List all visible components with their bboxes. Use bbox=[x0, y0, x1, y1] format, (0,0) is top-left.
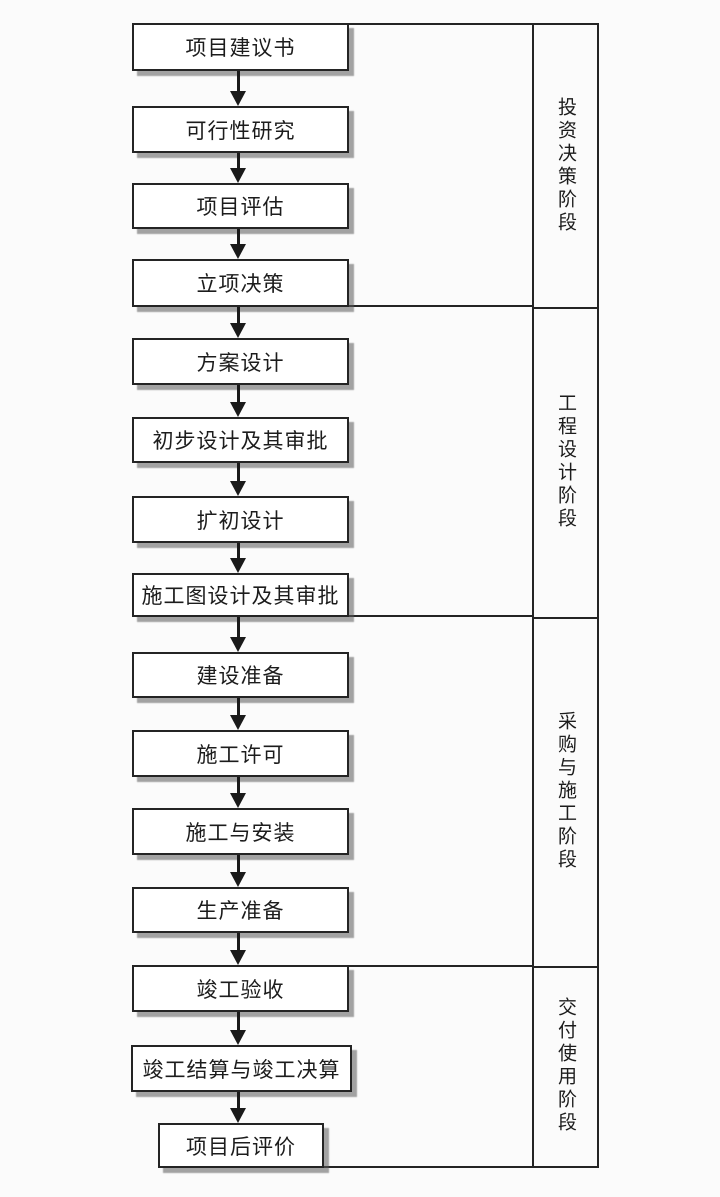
arrow-head bbox=[230, 244, 246, 259]
arrow-head bbox=[230, 637, 246, 652]
stage-label: 投资决策阶段 bbox=[555, 97, 576, 235]
stage-boundary-line bbox=[324, 1166, 532, 1168]
flow-step-box: 生产准备 bbox=[132, 887, 349, 933]
stage-boundary-line bbox=[349, 615, 532, 617]
flow-step-box: 扩初设计 bbox=[132, 496, 349, 543]
down-arrow-icon bbox=[230, 229, 246, 259]
arrow-stem bbox=[236, 1092, 240, 1110]
arrow-stem bbox=[236, 698, 240, 717]
down-arrow-icon bbox=[230, 385, 246, 417]
arrow-stem bbox=[236, 933, 240, 952]
down-arrow-icon bbox=[230, 933, 246, 965]
arrow-stem bbox=[236, 1012, 240, 1032]
flow-step-box: 项目建议书 bbox=[132, 23, 349, 71]
arrow-head bbox=[230, 402, 246, 417]
arrow-stem bbox=[236, 229, 240, 246]
flow-step-box: 竣工验收 bbox=[132, 965, 349, 1012]
down-arrow-icon bbox=[230, 543, 246, 573]
down-arrow-icon bbox=[230, 71, 246, 106]
down-arrow-icon bbox=[230, 855, 246, 887]
arrow-head bbox=[230, 793, 246, 808]
stage-label: 交付使用阶段 bbox=[555, 997, 576, 1135]
flow-step-box: 项目后评价 bbox=[158, 1123, 324, 1168]
arrow-stem bbox=[236, 855, 240, 874]
arrow-head bbox=[230, 1108, 246, 1123]
stage-column: 投资决策阶段 工程设计阶段 采购与施工阶段 交付使用阶段 bbox=[532, 23, 599, 1168]
arrow-stem bbox=[236, 71, 240, 93]
stage-label: 工程设计阶段 bbox=[555, 393, 576, 531]
stage-divider bbox=[534, 617, 597, 619]
stage-cell-procurement-construction: 采购与施工阶段 bbox=[534, 617, 597, 966]
stage-boundary-line bbox=[349, 305, 532, 307]
stage-divider bbox=[534, 307, 597, 309]
stage-cell-engineering-design: 工程设计阶段 bbox=[534, 307, 597, 617]
arrow-head bbox=[230, 323, 246, 338]
down-arrow-icon bbox=[230, 777, 246, 808]
flow-step-box: 方案设计 bbox=[132, 338, 349, 385]
down-arrow-icon bbox=[230, 463, 246, 496]
down-arrow-icon bbox=[230, 153, 246, 183]
flow-step-box: 建设准备 bbox=[132, 652, 349, 698]
stage-boundary-line bbox=[349, 23, 532, 25]
flow-step-box: 项目评估 bbox=[132, 183, 349, 229]
down-arrow-icon bbox=[230, 307, 246, 338]
arrow-stem bbox=[236, 777, 240, 795]
arrow-head bbox=[230, 481, 246, 496]
arrow-stem bbox=[236, 463, 240, 483]
stage-boundary-line bbox=[349, 965, 532, 967]
arrow-stem bbox=[236, 307, 240, 325]
arrow-head bbox=[230, 558, 246, 573]
arrow-stem bbox=[236, 385, 240, 404]
arrow-stem bbox=[236, 543, 240, 560]
arrow-head bbox=[230, 950, 246, 965]
flow-step-box: 施工图设计及其审批 bbox=[132, 573, 349, 617]
flow-step-box: 初步设计及其审批 bbox=[132, 417, 349, 463]
arrow-head bbox=[230, 715, 246, 730]
arrow-stem bbox=[236, 153, 240, 170]
down-arrow-icon bbox=[230, 1012, 246, 1045]
stage-divider bbox=[534, 966, 597, 968]
down-arrow-icon bbox=[230, 1092, 246, 1123]
stage-cell-delivery-use: 交付使用阶段 bbox=[534, 966, 597, 1166]
down-arrow-icon bbox=[230, 698, 246, 730]
flow-step-box: 竣工结算与竣工决算 bbox=[131, 1045, 352, 1092]
flow-step-box: 施工许可 bbox=[132, 730, 349, 777]
down-arrow-icon bbox=[230, 617, 246, 652]
flow-step-box: 施工与安装 bbox=[132, 808, 349, 855]
arrow-head bbox=[230, 872, 246, 887]
arrow-head bbox=[230, 1030, 246, 1045]
stage-label: 采购与施工阶段 bbox=[555, 711, 576, 872]
flow-step-box: 立项决策 bbox=[132, 259, 349, 307]
arrow-stem bbox=[236, 617, 240, 639]
stage-cell-investment-decision: 投资决策阶段 bbox=[534, 25, 597, 307]
arrow-head bbox=[230, 168, 246, 183]
flow-step-box: 可行性研究 bbox=[132, 106, 349, 153]
arrow-head bbox=[230, 91, 246, 106]
